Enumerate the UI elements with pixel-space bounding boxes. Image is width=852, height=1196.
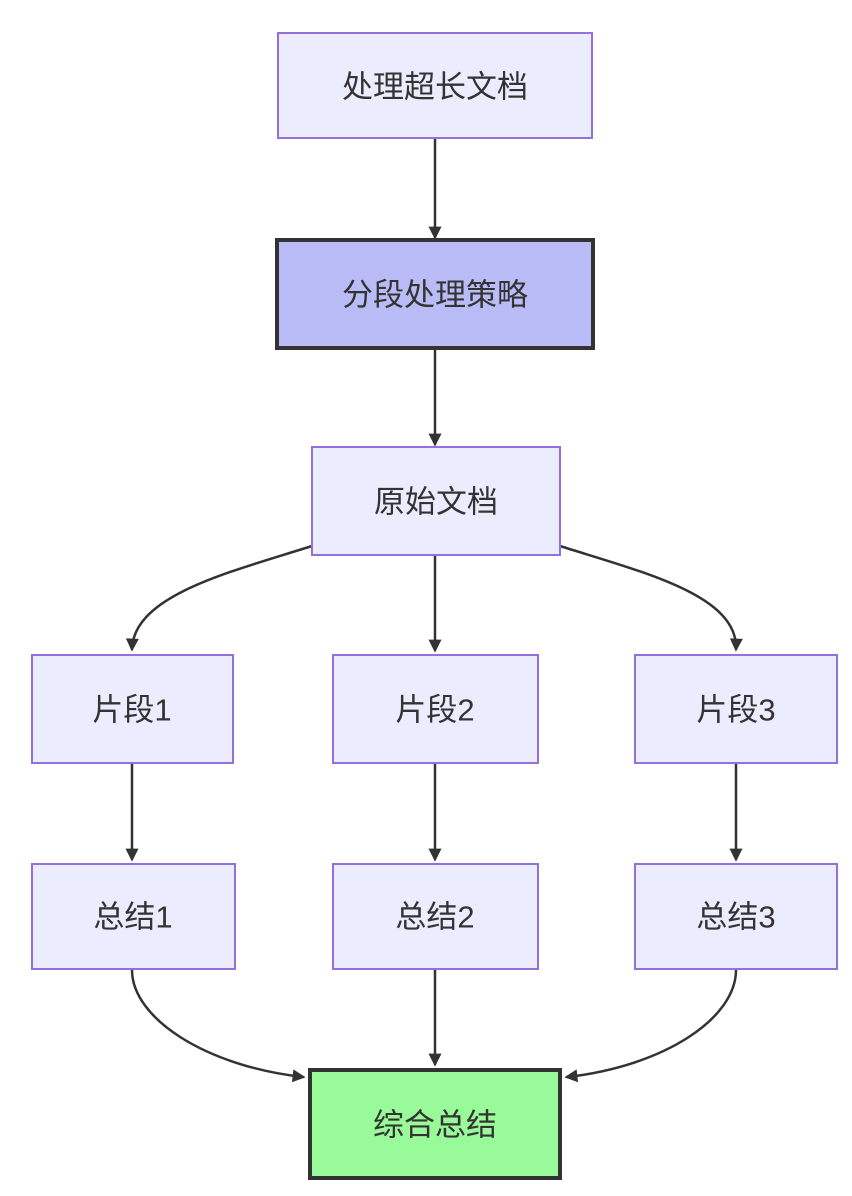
node-strategy-box bbox=[275, 238, 595, 350]
node-sum1-box bbox=[31, 863, 236, 970]
node-task: 处理超长文档 bbox=[277, 32, 593, 139]
node-sum2-box bbox=[332, 863, 539, 970]
edge-doc-frag3 bbox=[558, 544, 743, 652]
node-layer: 处理超长文档 分段处理策略 原始文档 片段1 片段2 片段3 bbox=[31, 32, 838, 1180]
node-frag3-label: 片段3 bbox=[696, 693, 775, 728]
node-final: 综合总结 bbox=[308, 1068, 562, 1180]
edge-sum1-final bbox=[130, 968, 306, 1083]
node-frag2-box bbox=[332, 654, 539, 764]
edge-doc-frag1 bbox=[125, 544, 314, 652]
node-strategy: 分段处理策略 bbox=[275, 238, 595, 350]
node-frag1: 片段1 bbox=[31, 654, 234, 764]
node-frag1-label: 片段1 bbox=[92, 693, 171, 728]
node-sum3-label: 总结3 bbox=[696, 900, 775, 935]
node-frag1-box bbox=[31, 654, 234, 764]
node-final-label: 综合总结 bbox=[373, 1108, 497, 1143]
node-frag2: 片段2 bbox=[332, 654, 539, 764]
node-sum3: 总结3 bbox=[634, 863, 838, 970]
node-sum1: 总结1 bbox=[31, 863, 236, 970]
node-frag3-box bbox=[634, 654, 838, 764]
edge-layer bbox=[125, 137, 743, 1083]
node-frag2-label: 片段2 bbox=[395, 693, 474, 728]
node-task-label: 处理超长文档 bbox=[342, 70, 528, 105]
node-sum3-box bbox=[634, 863, 838, 970]
node-sum2: 总结2 bbox=[332, 863, 539, 970]
node-sum2-label: 总结2 bbox=[395, 900, 474, 935]
node-frag3: 片段3 bbox=[634, 654, 838, 764]
node-doc-label: 原始文档 bbox=[374, 485, 498, 520]
node-sum1-label: 总结1 bbox=[93, 900, 172, 935]
node-doc-box bbox=[311, 446, 561, 556]
edge-sum3-final bbox=[564, 968, 738, 1083]
node-final-box bbox=[308, 1068, 562, 1180]
node-doc: 原始文档 bbox=[311, 446, 561, 556]
node-task-box bbox=[277, 32, 593, 139]
node-strategy-label: 分段处理策略 bbox=[342, 278, 528, 313]
